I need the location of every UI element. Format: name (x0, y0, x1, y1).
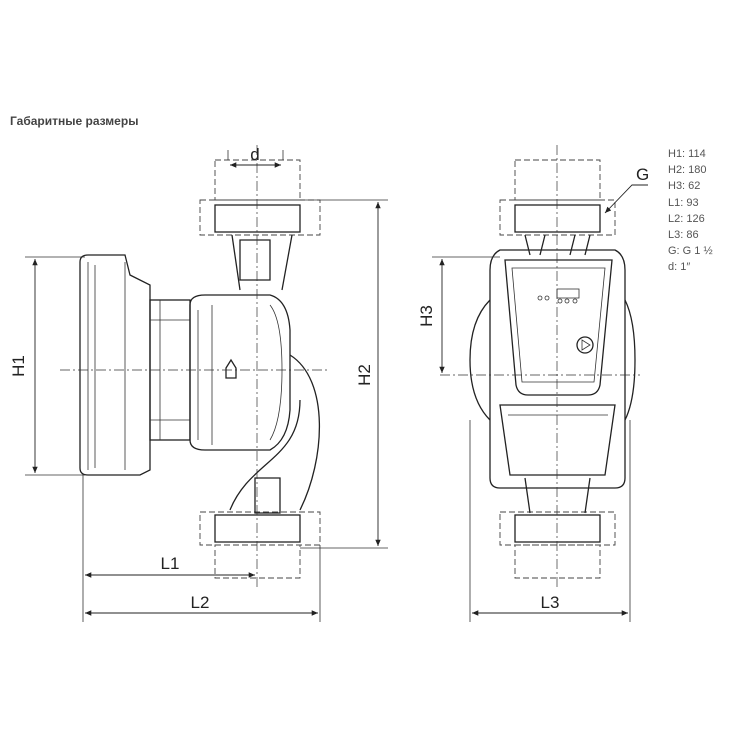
motor-housing (79, 254, 151, 476)
h2-label: H2 (355, 364, 374, 386)
control-panel (504, 259, 613, 396)
play-indicator-icon (576, 336, 594, 354)
front-top-nut (514, 159, 601, 201)
pump-front-housing (489, 249, 626, 489)
l1-label: L1 (161, 554, 180, 573)
page-title: Габаритные размеры (10, 114, 139, 128)
bottom-nut (214, 544, 301, 579)
side-view (60, 145, 330, 590)
g-label: G (636, 165, 649, 184)
l2-label: L2 (191, 593, 210, 612)
spec-g: G: G 1 ½ (668, 245, 713, 258)
spec-l1: L1: 93 (668, 196, 699, 209)
spec-h1: H1: 114 (668, 148, 706, 160)
spec-l3: L3: 86 (668, 229, 699, 242)
pump-head (189, 294, 291, 451)
dimension-lines: H1 H2 H3 L1 L2 L3 d G (9, 145, 649, 622)
top-flange (199, 199, 321, 236)
spec-h2: H2: 180 (668, 164, 707, 177)
spec-h3: H3: 62 (668, 180, 701, 193)
front-view (440, 145, 640, 590)
spec-d: d: 1″ (668, 261, 691, 274)
top-nut (214, 159, 301, 201)
d-label: d (250, 145, 259, 164)
spec-list: H1: 114 H2: 180 H3: 62 L1: 93 L2: 126 L3… (668, 146, 713, 276)
h3-label: H3 (417, 305, 436, 327)
h1-label: H1 (9, 355, 28, 377)
spec-l2: L2: 126 (668, 212, 705, 225)
bottom-flange (199, 511, 321, 546)
l3-label: L3 (541, 593, 560, 612)
